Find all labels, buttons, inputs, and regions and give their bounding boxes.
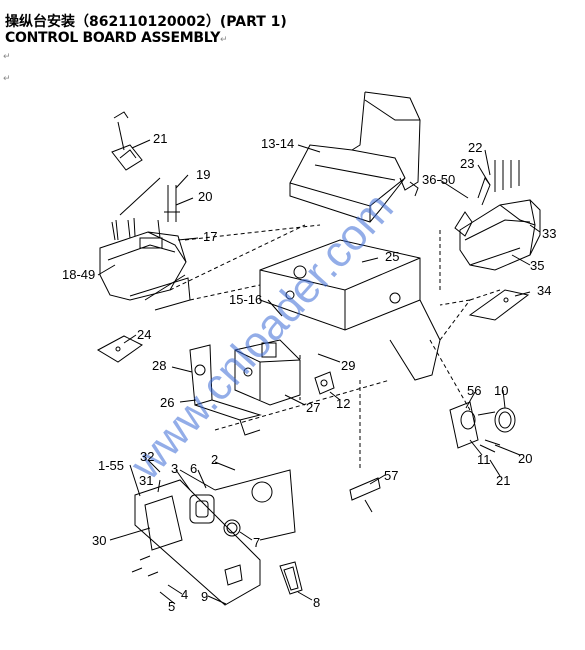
callout-36-50: 36-50 [422, 172, 455, 187]
fitting-parts-56-10 [449, 401, 516, 453]
callout-31: 31 [139, 473, 153, 488]
callout-9: 9 [201, 589, 208, 604]
left-console-part [99, 217, 191, 311]
callout-15-16: 15-16 [229, 292, 262, 307]
bracket-part-28 [189, 344, 262, 436]
title-en-text: CONTROL BOARD ASSEMBLY [5, 30, 221, 46]
callout-6: 6 [190, 461, 197, 476]
callout-34: 34 [537, 283, 551, 298]
diagram-title-english: CONTROL BOARD ASSEMBLY↵ [5, 30, 228, 46]
callout-24: 24 [137, 327, 151, 342]
seat-part [289, 91, 421, 223]
bolt-set-19-20 [164, 185, 180, 222]
callout-20a: 20 [198, 189, 212, 204]
callout-3: 3 [171, 461, 178, 476]
return-mark: ↵ [220, 35, 228, 45]
callout-18-49: 18-49 [62, 267, 95, 282]
callout-12: 12 [336, 396, 350, 411]
callout-57: 57 [384, 468, 398, 483]
callout-23: 23 [460, 156, 474, 171]
front-panel-part-2 [179, 469, 296, 541]
callout-1-55: 1-55 [98, 458, 124, 473]
return-mark-1: ↵ [3, 52, 11, 62]
callout-4: 4 [181, 587, 188, 602]
callout-29: 29 [341, 358, 355, 373]
callout-30: 30 [92, 533, 106, 548]
callout-56: 56 [467, 383, 481, 398]
callout-27: 27 [306, 400, 320, 415]
washer-part-12 [314, 371, 335, 395]
callout-13-14: 13-14 [261, 136, 294, 151]
callout-8: 8 [313, 595, 320, 610]
watermark: www.cnloader.com [120, 183, 403, 489]
valve-part-15-16 [234, 339, 301, 406]
callout-10: 10 [494, 383, 508, 398]
callout-20b: 20 [518, 451, 532, 466]
bracket-part-34 [468, 289, 530, 321]
return-mark-2: ↵ [3, 74, 11, 84]
callout-25: 25 [385, 249, 399, 264]
callout-22: 22 [468, 140, 482, 155]
callout-19: 19 [196, 167, 210, 182]
callout-33: 33 [542, 226, 556, 241]
callout-labels: 21 13-14 22 23 36-50 19 20 17 33 25 35 1… [62, 131, 556, 614]
callout-21a: 21 [153, 131, 167, 146]
diagram-title-chinese: 操纵台安装（862110120002）(PART 1) [5, 11, 287, 31]
title-zh-text: 操纵台安装（862110120002）(PART 1) [5, 14, 287, 30]
ring-part-7 [223, 519, 241, 537]
callout-26: 26 [160, 395, 174, 410]
callout-21b: 21 [496, 473, 510, 488]
base-plate-part [259, 239, 441, 381]
callout-17: 17 [203, 229, 217, 244]
right-console-part [454, 160, 541, 271]
callout-5: 5 [168, 599, 175, 614]
cover-part-8 [279, 561, 303, 595]
callout-11: 11 [477, 452, 491, 467]
callout-2: 2 [211, 452, 218, 467]
instrument-panel-part [131, 479, 261, 606]
plate-part-24 [96, 335, 143, 363]
leader-lines [97, 139, 541, 605]
callout-28: 28 [152, 358, 166, 373]
callout-35: 35 [530, 258, 544, 273]
bracket-part-57 [349, 477, 381, 513]
callout-32: 32 [140, 449, 154, 464]
joystick-part-21 [111, 111, 161, 216]
callout-7: 7 [253, 535, 260, 550]
